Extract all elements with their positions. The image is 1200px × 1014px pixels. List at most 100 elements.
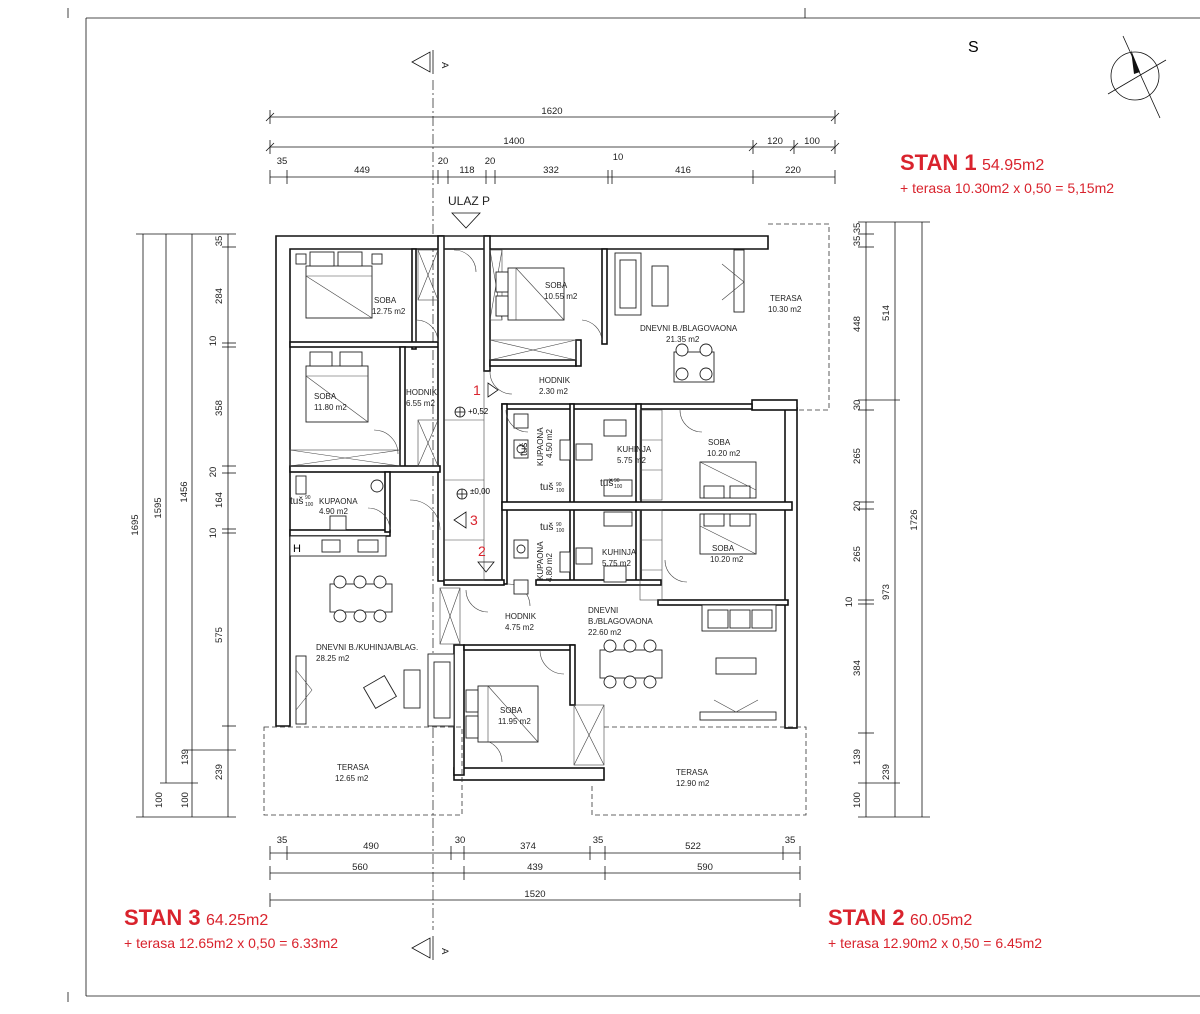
room-soba2-area: 11.80 m2 xyxy=(314,403,347,412)
dim-right-973: 973 xyxy=(881,584,892,600)
tus-size-a5: 90 xyxy=(556,522,562,528)
room-soba4-area: 10.20 m2 xyxy=(707,449,741,458)
stair-shaft xyxy=(289,235,663,766)
dim-left-358: 358 xyxy=(214,400,225,416)
room-soba4-name: SOBA xyxy=(708,438,731,447)
bed-icon xyxy=(465,685,539,743)
tv-icon xyxy=(295,655,313,725)
shower-labels: tuš 90 100 tuš tuš 90 100 tuš 90 100 tuš… xyxy=(290,443,623,534)
dimension-lines-top: 1620 1400 120 100 35 449 20 118 20 332 1… xyxy=(265,106,840,184)
room-dnevni1-area: 21.35 m2 xyxy=(666,335,700,344)
room-terasa1-name: TERASA xyxy=(770,294,803,303)
dim-right-139: 139 xyxy=(852,749,863,765)
sink-icon xyxy=(513,511,633,595)
dim-right-448: 448 xyxy=(852,316,863,332)
door-swings xyxy=(367,249,703,763)
room-hodnik2-area: 2.30 m2 xyxy=(539,387,568,396)
room-soba5-name: SOBA xyxy=(712,544,735,553)
room-hodnik2-name: HODNIK xyxy=(539,376,571,385)
dim-right-265b: 265 xyxy=(852,546,863,562)
dim-left-139: 139 xyxy=(180,749,191,765)
dim-bottom-560: 560 xyxy=(352,862,368,873)
dim-bottom-1520: 1520 xyxy=(524,889,545,900)
tus-size-a3: 90 xyxy=(556,482,562,488)
tv-icon xyxy=(721,249,745,313)
dim-left-1595: 1595 xyxy=(153,497,164,518)
tus-size-b3: 100 xyxy=(556,488,565,494)
terraces xyxy=(263,223,830,816)
room-soba2-name: SOBA xyxy=(314,392,337,401)
stan3-terrace: + terasa 12.65m2 x 0,50 = 6.33m2 xyxy=(124,935,338,951)
marker-2: 2 xyxy=(478,543,486,559)
dim-top-20b: 20 xyxy=(485,156,496,167)
dim-top-1400: 1400 xyxy=(503,136,524,147)
tus-size-b4: 100 xyxy=(614,484,623,490)
dim-top-100: 100 xyxy=(804,136,820,147)
entrance-label: ULAZ P xyxy=(448,194,490,208)
room-dnevni3-area: 28.25 m2 xyxy=(316,654,350,663)
section-label-bottom: A xyxy=(439,948,450,955)
room-dnevni2-area: 22.60 m2 xyxy=(588,628,622,637)
sofa-icon xyxy=(614,252,669,316)
sofa-icon xyxy=(362,653,455,727)
room-kupaona3-area: 4.80 m2 xyxy=(545,553,554,582)
room-kuhinja1-area: 5.75 m2 xyxy=(617,456,646,465)
north-label: S xyxy=(968,39,979,56)
dim-total-top: 1620 xyxy=(541,106,562,117)
dim-bottom-522: 522 xyxy=(685,841,701,852)
room-dnevni3-name: DNEVNI B./KUHINJA/BLAG. xyxy=(316,643,418,652)
level-markers: +0,52 ±0,00 xyxy=(454,406,491,500)
dim-left-20: 20 xyxy=(208,467,219,478)
dimension-lines-right: 35 35 448 30 265 20 265 10 384 139 239 1… xyxy=(844,221,930,818)
room-dnevni2-name: DNEVNI xyxy=(588,606,618,615)
apartment-entry-markers: 1 2 3 xyxy=(453,382,499,573)
room-terasa3-area: 12.65 m2 xyxy=(335,774,369,783)
bed-icon xyxy=(305,351,369,423)
bed-icon xyxy=(295,251,383,319)
marker-1: 1 xyxy=(473,382,481,398)
dim-top-416: 416 xyxy=(675,165,691,176)
dim-bottom-490: 490 xyxy=(363,841,379,852)
tus-label-4: tuš xyxy=(600,478,613,489)
dim-right-20: 20 xyxy=(852,501,863,512)
stan3-area: 64.25m2 xyxy=(206,912,268,929)
tus-size-b: 100 xyxy=(305,502,314,508)
dim-top-118: 118 xyxy=(459,165,474,176)
dim-right-239: 239 xyxy=(881,764,892,780)
apartment-stan1-summary: STAN 1 54.95m2 + terasa 10.30m2 x 0,50 =… xyxy=(900,150,1114,196)
toilet-icon xyxy=(295,475,384,531)
bed-icon xyxy=(495,267,565,321)
tus-label-5: tuš xyxy=(540,522,553,533)
dim-top-20a: 20 xyxy=(438,156,449,167)
dim-bottom-35a: 35 xyxy=(277,835,288,846)
dim-bottom-590: 590 xyxy=(697,862,713,873)
dim-right-1726: 1726 xyxy=(909,509,920,530)
dim-right-265a: 265 xyxy=(852,448,863,464)
dim-right-10: 10 xyxy=(844,597,855,608)
furniture: H xyxy=(289,249,777,743)
stan3-title: STAN 3 xyxy=(124,905,201,930)
dim-left-1695: 1695 xyxy=(130,514,141,535)
room-kuhinja1-name: KUHINJA xyxy=(617,445,652,454)
stan2-terrace: + terasa 12.90m2 x 0,50 = 6.45m2 xyxy=(828,935,1042,951)
stan2-area: 60.05m2 xyxy=(910,912,972,929)
dim-bottom-439: 439 xyxy=(527,862,543,873)
room-kupaona1-name: KUPAONA xyxy=(319,497,358,506)
dim-right-30: 30 xyxy=(852,400,863,411)
dim-right-35a: 35 xyxy=(852,223,863,234)
room-kupaona1-area: 4.90 m2 xyxy=(319,507,348,516)
room-hodnik3-name: HODNIK xyxy=(505,612,537,621)
dim-bottom-374: 374 xyxy=(520,841,536,852)
room-kuhinja2-area: 5.75 m2 xyxy=(602,559,631,568)
dimension-lines-left: 1695 1595 1456 35 284 10 358 20 164 10 5… xyxy=(130,233,236,818)
dim-right-100: 100 xyxy=(852,792,863,808)
dim-top-449: 449 xyxy=(354,165,370,176)
section-marker-bottom: A xyxy=(411,936,450,960)
tus-size-b5: 100 xyxy=(556,528,565,534)
room-terasa3-name: TERASA xyxy=(337,763,370,772)
dim-top-120: 120 xyxy=(767,136,783,147)
dining-table-icon xyxy=(329,575,393,623)
dim-bottom-35b: 35 xyxy=(593,835,604,846)
dim-right-35b: 35 xyxy=(852,236,863,247)
stan1-area: 54.95m2 xyxy=(982,157,1044,174)
